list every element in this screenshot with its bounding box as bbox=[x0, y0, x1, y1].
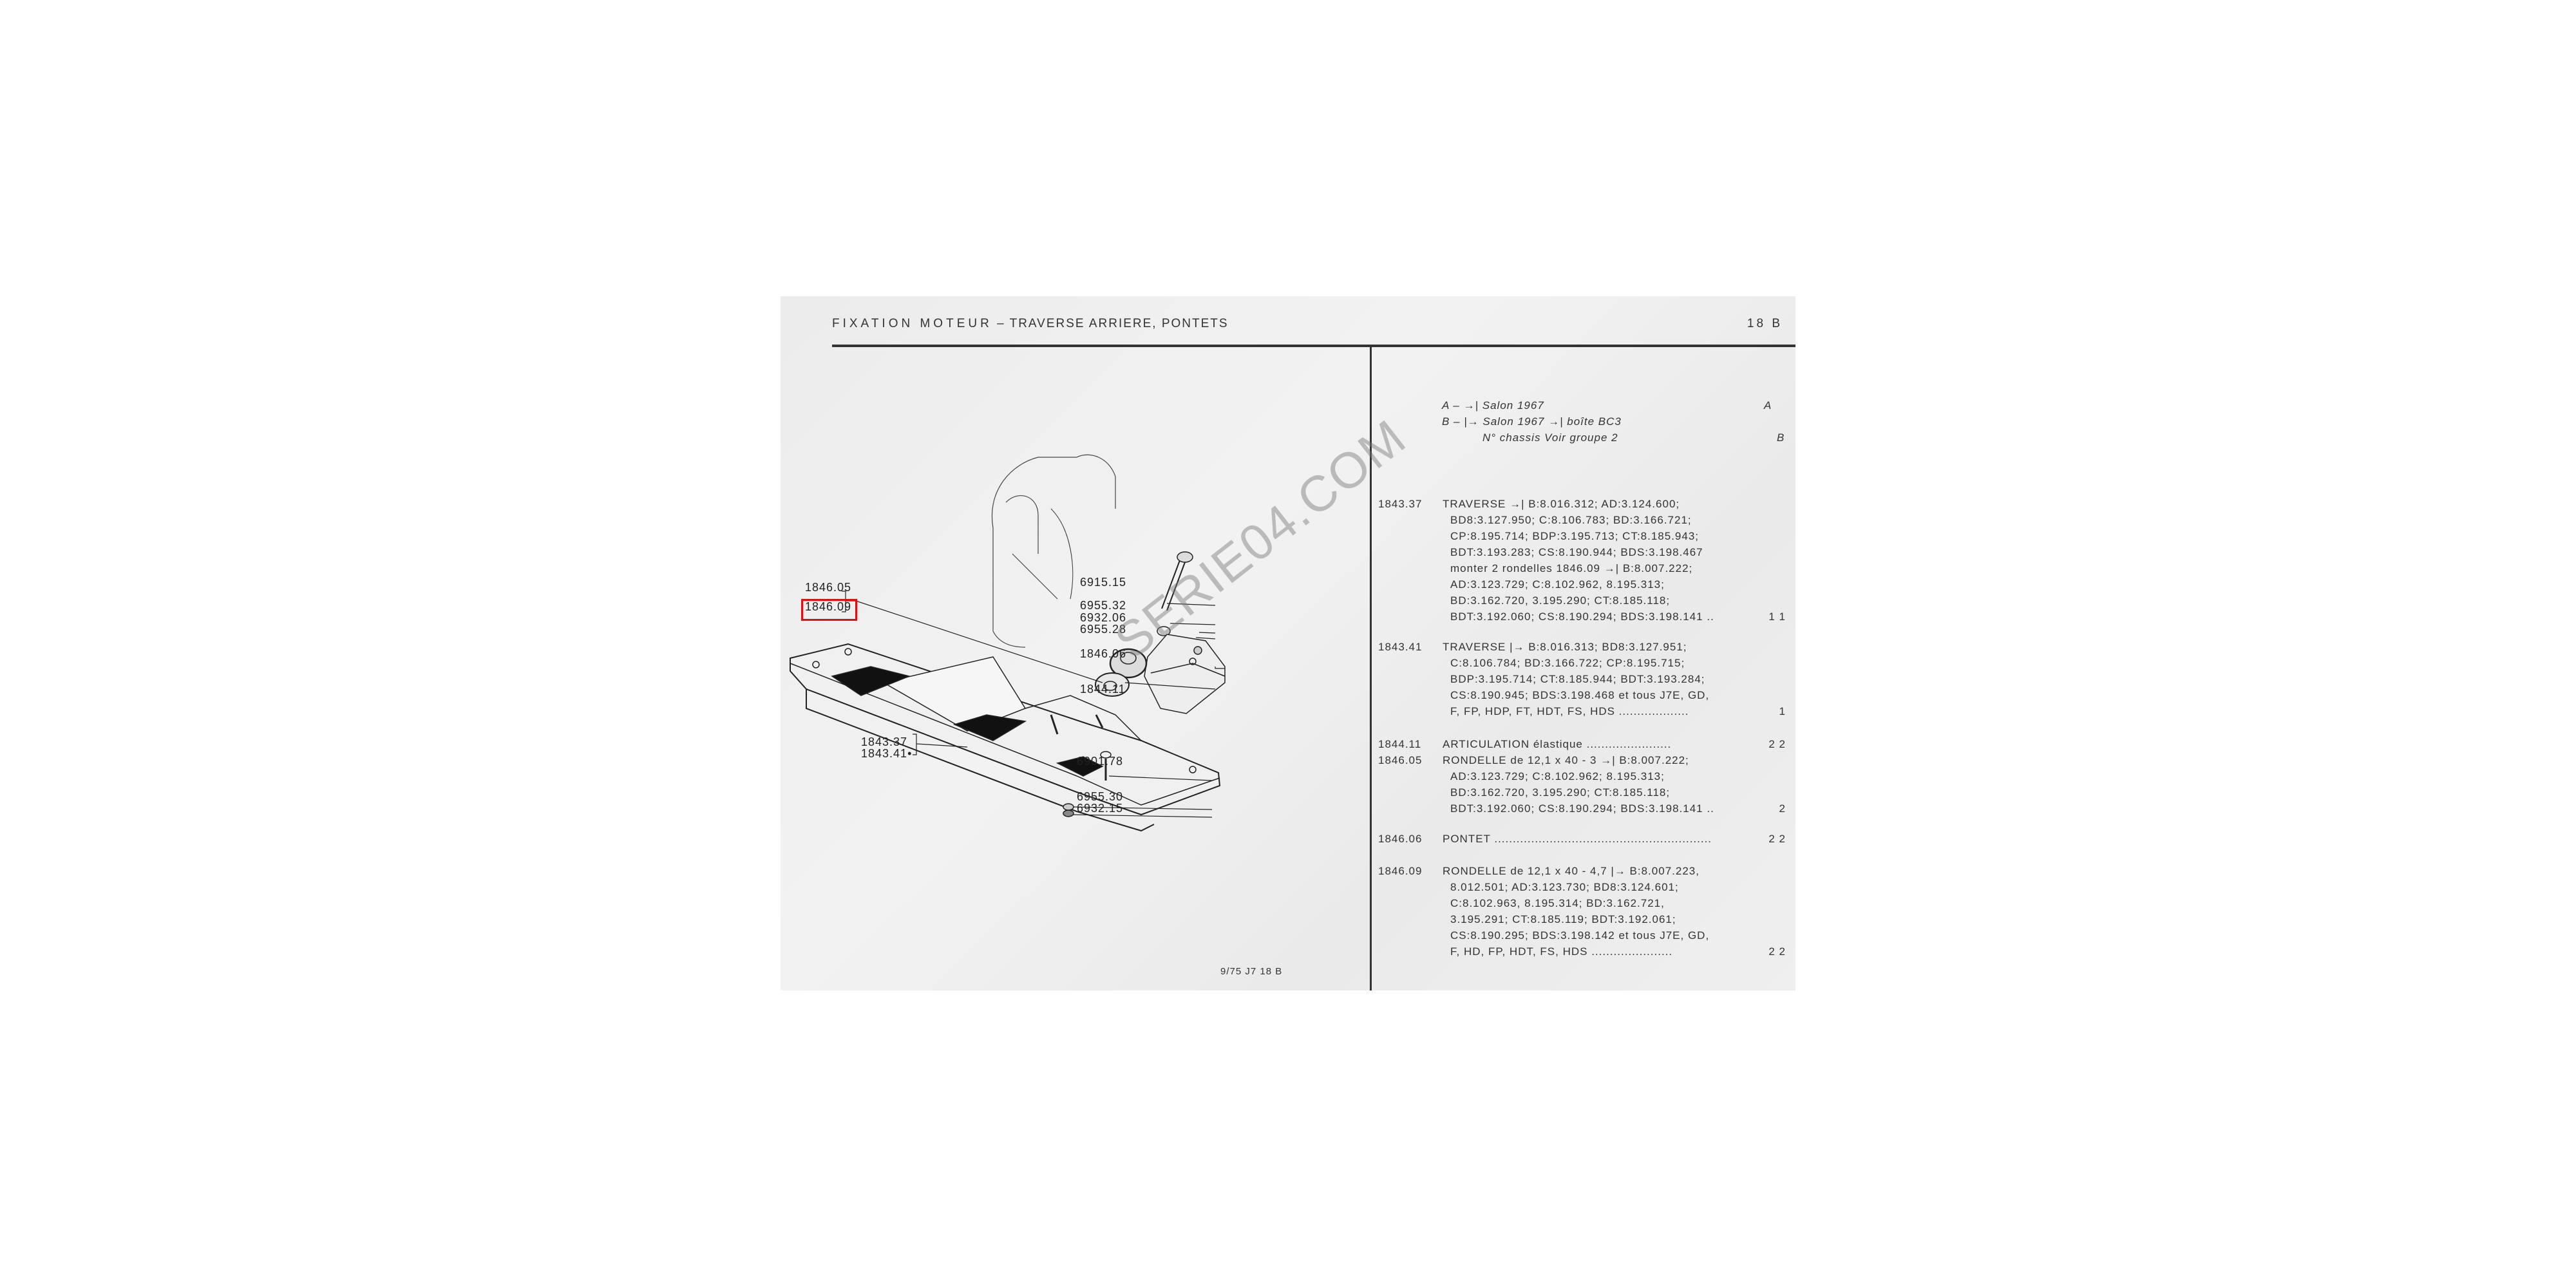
entry-line: RONDELLE de 12,1 x 40 - 3 →| B:8.007.222… bbox=[1443, 754, 1689, 766]
entry-line: F, HD, FP, HDT, FS, HDS ................… bbox=[1450, 945, 1673, 958]
entry-line: BDT:3.192.060; CS:8.190.294; BDS:3.198.1… bbox=[1450, 802, 1714, 815]
header-rule bbox=[832, 345, 1795, 347]
entry-line: BD8:3.127.950; C:8.106.783; BD:3.166.721… bbox=[1450, 514, 1692, 526]
quantity: 2 2 bbox=[1768, 738, 1786, 750]
diagram-label: 6932.06 bbox=[1080, 611, 1127, 624]
diagram-label: 6955.30 bbox=[1077, 790, 1124, 803]
entry-line: 8.012.501; AD:3.123.730; BD8:3.124.601; bbox=[1450, 881, 1679, 893]
column-divider bbox=[1370, 346, 1372, 990]
diagram-label-highlighted[interactable]: 1846.09 bbox=[805, 600, 852, 613]
diagram-label: 6955.32 bbox=[1080, 599, 1127, 612]
diagram-label: 6915.15 bbox=[1080, 576, 1127, 589]
diagram-label: 1843.37 bbox=[861, 735, 908, 748]
entry-line: CP:8.195.714; BDP:3.195.713; CT:8.185.94… bbox=[1450, 530, 1700, 542]
entry-line: PONTET .................................… bbox=[1443, 833, 1712, 845]
entry-line: BD:3.162.720, 3.195.290; CT:8.185.118; bbox=[1450, 786, 1671, 799]
diagram-label: 1846.05 bbox=[805, 581, 852, 594]
part-number: 1846.05 bbox=[1378, 754, 1423, 766]
entry-line: C:8.102.963, 8.195.314; BD:3.162.721, bbox=[1450, 897, 1665, 909]
page-number: 18 B bbox=[1747, 317, 1783, 330]
part-entry: 1846.06 PONTET .........................… bbox=[1378, 831, 1794, 847]
highlight-box bbox=[801, 599, 857, 621]
page-footer: 9/75 J7 18 B bbox=[1220, 966, 1283, 977]
page-title: FIXATION MOTEUR – TRAVERSE ARRIERE, PONT… bbox=[832, 317, 1229, 330]
quantity: 2 bbox=[1779, 802, 1786, 815]
legend-line: B – |→ Salon 1967 →| boîte BC3 bbox=[1442, 415, 1622, 428]
entry-line: CS:8.190.295; BDS:3.198.142 et tous J7E,… bbox=[1450, 929, 1710, 942]
entry-line: 3.195.291; CT:8.185.119; BDT:3.192.061; bbox=[1450, 913, 1676, 925]
entry-line: AD:3.123.729; C:8.102.962; 8.195.313; bbox=[1450, 770, 1665, 782]
entry-line: F, FP, HDP, FT, HDT, FS, HDS ...........… bbox=[1450, 705, 1689, 717]
entry-line: BD:3.162.720, 3.195.290; CT:8.185.118; bbox=[1450, 594, 1671, 607]
entry-line: AD:3.123.729; C:8.102.962, 8.195.313; bbox=[1450, 578, 1665, 591]
entry-line: BDT:3.192.060; CS:8.190.294; BDS:3.198.1… bbox=[1450, 611, 1714, 623]
diagram-label: 6955.28 bbox=[1080, 623, 1127, 636]
diagram-label: 1846.06 bbox=[1080, 647, 1127, 660]
part-entry: 1843.37 TRAVERSE →| B:8.016.312; AD:3.12… bbox=[1378, 496, 1794, 625]
quantity: 1 1 bbox=[1768, 611, 1786, 623]
entry-line: ARTICULATION élastique .................… bbox=[1443, 738, 1672, 750]
entry-line: C:8.106.784; BD:3.166.722; CP:8.195.715; bbox=[1450, 657, 1685, 669]
part-number: 1846.09 bbox=[1378, 865, 1423, 877]
part-entry: 1843.41 TRAVERSE |→ B:8.016.313; BD8:3.1… bbox=[1378, 639, 1794, 719]
part-entry: 1846.09 RONDELLE de 12,1 x 40 - 4,7 |→ B… bbox=[1378, 863, 1794, 960]
entry-line: RONDELLE de 12,1 x 40 - 4,7 |→ B:8.007.2… bbox=[1443, 865, 1700, 877]
diagram-label: 6932.15 bbox=[1077, 802, 1124, 815]
catalog-page: FIXATION MOTEUR – TRAVERSE ARRIERE, PONT… bbox=[781, 296, 1795, 990]
diagram-label: 1843.41• bbox=[861, 747, 913, 760]
part-number: 1843.41 bbox=[1378, 641, 1423, 653]
part-number: 1843.37 bbox=[1378, 498, 1423, 510]
quantity: 2 2 bbox=[1768, 945, 1786, 958]
entry-line: monter 2 rondelles 1846.09 →| B:8.007.22… bbox=[1450, 562, 1693, 574]
quantity: 1 bbox=[1779, 705, 1786, 717]
quantity: 2 2 bbox=[1768, 833, 1786, 845]
part-entry: 1844.11 ARTICULATION élastique .........… bbox=[1378, 736, 1794, 752]
part-number: 1846.06 bbox=[1378, 833, 1423, 845]
entry-line: TRAVERSE →| B:8.016.312; AD:3.124.600; bbox=[1443, 498, 1680, 510]
entry-line: BDP:3.195.714; CT:8.185.944; BDT:3.193.2… bbox=[1450, 673, 1705, 685]
diagram-label: 6901.78 bbox=[1077, 755, 1124, 768]
entry-line: TRAVERSE |→ B:8.016.313; BD8:3.127.951; bbox=[1443, 641, 1687, 653]
part-entry: 1846.05 RONDELLE de 12,1 x 40 - 3 →| B:8… bbox=[1378, 752, 1794, 817]
exploded-parts-diagram bbox=[790, 454, 1226, 832]
part-number: 1844.11 bbox=[1378, 738, 1422, 750]
entry-line: CS:8.190.945; BDS:3.198.468 et tous J7E,… bbox=[1450, 689, 1710, 701]
entry-line: BDT:3.193.283; CS:8.190.944; BDS:3.198.4… bbox=[1450, 546, 1703, 558]
diagram-label: 1844.11 bbox=[1080, 683, 1126, 696]
